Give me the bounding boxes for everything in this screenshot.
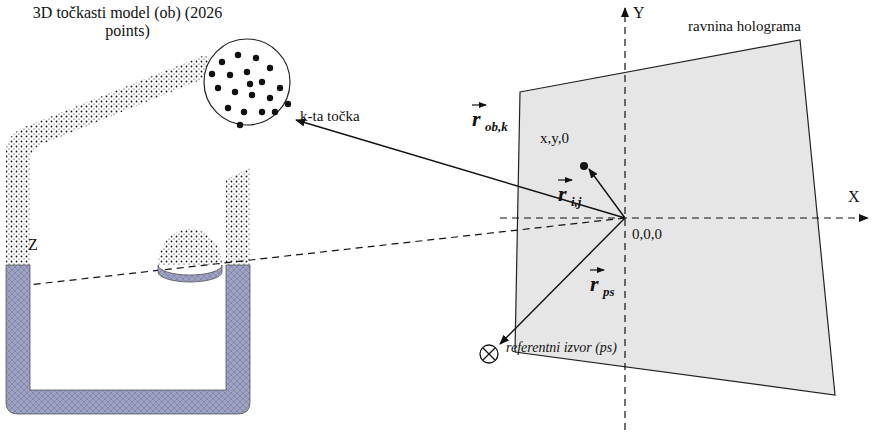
vector-r-ob xyxy=(296,120,625,218)
vector-symbol: r xyxy=(472,106,481,131)
magnifier-circle xyxy=(204,39,291,128)
vector-r-ij xyxy=(589,169,625,218)
vector-arrow xyxy=(590,269,604,270)
plane-label: ravnina holograma xyxy=(688,18,801,35)
coordinate-label: x,y,0 xyxy=(540,130,569,147)
axis-label: Z xyxy=(28,236,38,254)
axis-label: X xyxy=(848,188,860,206)
vector-symbol: r xyxy=(590,271,599,296)
coordinate-label: 0,0,0 xyxy=(632,226,662,243)
vector-subscript: ps xyxy=(603,285,615,300)
reference-source-symbol xyxy=(480,345,498,363)
vector-symbol: r xyxy=(558,181,567,206)
source-label: referentni izvor (ps) xyxy=(506,340,617,356)
hologram-point xyxy=(580,162,588,170)
vector-subscript: i,j xyxy=(571,195,581,210)
vector-subscript: ob,k xyxy=(485,120,508,135)
x-axis xyxy=(500,217,868,218)
axis-label: Y xyxy=(633,4,645,22)
vector-arrow xyxy=(558,179,572,180)
vector-r-ps xyxy=(500,218,625,344)
vector-arrow xyxy=(472,104,486,105)
object-mesh xyxy=(6,265,250,414)
model-title: 3D točkasti model (ob) (2026 points) xyxy=(25,4,230,41)
point-label: k-ta točka xyxy=(300,108,360,125)
z-axis xyxy=(10,218,625,287)
